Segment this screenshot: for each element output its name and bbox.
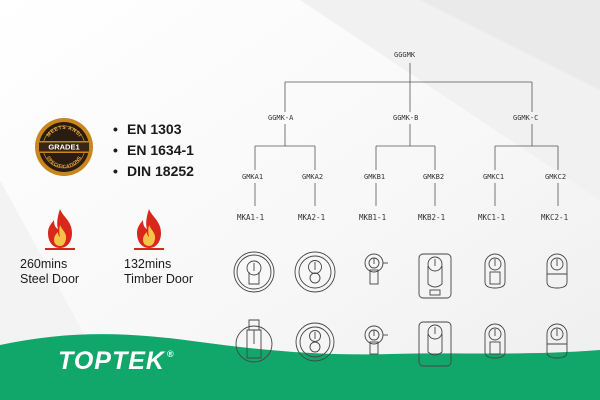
euro-cylinder-icon xyxy=(484,253,506,289)
flame-icon xyxy=(45,209,75,250)
tree-leaf-label: MKC2-1 xyxy=(541,213,569,222)
cam-cylinder-icon xyxy=(364,253,388,285)
cam-cylinder-icon xyxy=(364,325,388,355)
registered-mark: ® xyxy=(166,349,175,359)
badge-center-text: GRADE1 xyxy=(48,143,79,152)
euro-cylinder-icon xyxy=(546,253,568,289)
tree-child-label: GMKC1 xyxy=(483,173,505,181)
standard-item: •EN 1634-1 xyxy=(113,142,194,158)
green-wave xyxy=(0,334,600,400)
standard-item: •DIN 18252 xyxy=(113,163,194,179)
standard-label: EN 1303 xyxy=(127,121,182,137)
tree-child-label: GMKC2 xyxy=(545,173,567,181)
tree-group-label: GGMK-C xyxy=(513,114,539,122)
tree-child-label: GMKA2 xyxy=(302,173,324,181)
round-rose-cylinder-icon xyxy=(295,322,335,362)
plate-cylinder-icon xyxy=(418,321,452,367)
tree-leaf-label: MKC1-1 xyxy=(478,213,506,222)
standard-label: EN 1634-1 xyxy=(127,142,194,158)
fire-rating-timber: 132mins Timber Door xyxy=(124,257,214,287)
ansi-grade-badge: MEETS ANSI SPECIFICATIONS GRADE1 xyxy=(35,118,93,176)
flame-icon xyxy=(134,209,164,250)
brand-logo: TOPTEK® xyxy=(58,347,175,376)
round-rose-cylinder-icon xyxy=(294,251,336,293)
standard-item: •EN 1303 xyxy=(113,121,182,137)
round-rose-cylinder-icon xyxy=(235,319,273,363)
tree-root-label: GGGMK xyxy=(394,51,416,59)
tree-child-label: GMKA1 xyxy=(242,173,264,181)
tree-leaf-label: MKB1-1 xyxy=(359,213,387,222)
tree-leaf-label: MKA1-1 xyxy=(237,213,265,222)
tree-group-label: GGMK-B xyxy=(393,114,419,122)
fire-rating-door: Timber Door xyxy=(124,272,193,286)
fire-rating-duration: 260mins xyxy=(20,257,68,271)
euro-cylinder-icon xyxy=(484,323,506,359)
standard-label: DIN 18252 xyxy=(127,163,194,179)
tree-leaf-label: MKB2-1 xyxy=(418,213,446,222)
fire-rating-steel: 260mins Steel Door xyxy=(16,257,108,287)
fire-rating-duration: 132mins xyxy=(124,257,172,271)
round-rose-cylinder-icon xyxy=(233,251,275,293)
tree-child-label: GMKB1 xyxy=(364,173,386,181)
tree-group-label: GGMK-A xyxy=(268,114,294,122)
tree-leaf-label: MKA2-1 xyxy=(298,213,326,222)
plate-cylinder-icon xyxy=(418,253,452,299)
brand-name: TOPTEK xyxy=(58,347,165,375)
tree-child-label: GMKB2 xyxy=(423,173,445,181)
euro-cylinder-icon xyxy=(546,323,568,359)
fire-rating-door: Steel Door xyxy=(20,272,80,286)
